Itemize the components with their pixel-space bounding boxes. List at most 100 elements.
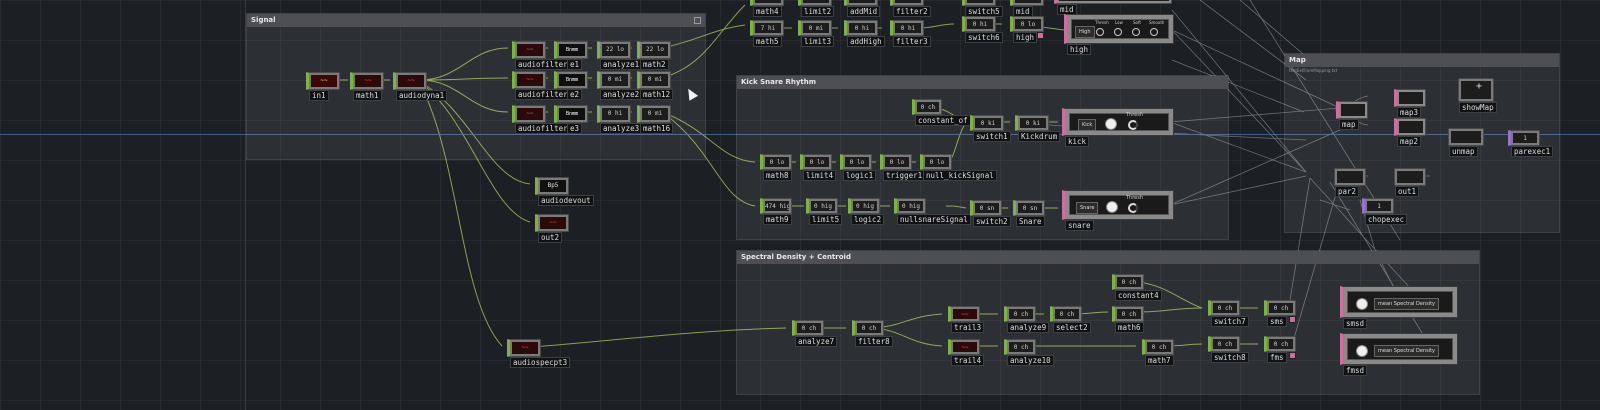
widget-smsd-panel: mean Spectral Density — [1347, 291, 1453, 313]
widget-smsd[interactable]: mean Spectral Density smsd — [1340, 286, 1458, 329]
knob-label: Thresh — [1095, 20, 1109, 25]
slider-handle-icon[interactable] — [1356, 345, 1368, 357]
widget-kick[interactable]: Kick Thresh kick — [1062, 108, 1174, 147]
node-switch5[interactable]: switch5 — [962, 0, 1003, 17]
smooth-knob-icon[interactable] — [1150, 28, 1158, 36]
node-map2[interactable]: map2 — [1394, 118, 1426, 147]
node-value: 0 mi — [803, 23, 829, 33]
close-icon[interactable] — [694, 17, 701, 24]
node-trail4[interactable]: ~~trail4 — [948, 339, 985, 366]
node-math1[interactable]: ~~math1 — [350, 72, 384, 101]
plus-icon: + — [1476, 81, 1483, 92]
node-value: 0 lo — [1015, 19, 1041, 29]
node-audiodyna1[interactable]: ~~audiodyna1 — [393, 72, 448, 101]
node-map[interactable]: map — [1336, 101, 1368, 130]
soft-knob-icon[interactable] — [1132, 28, 1140, 36]
map-panel[interactable]: Map textExtFromMapping.txt — [1284, 53, 1560, 233]
node-map3[interactable]: map3 — [1394, 89, 1426, 118]
knob-icon[interactable] — [1105, 118, 1117, 130]
widget-fmsd[interactable]: mean Spectral Density fmsd — [1340, 333, 1458, 376]
map-panel-title: Map — [1285, 54, 1559, 67]
knob-icon[interactable] — [1106, 201, 1118, 213]
thresh-knob-icon[interactable] — [1096, 28, 1104, 36]
node-limit2[interactable]: limit2 — [798, 0, 835, 17]
thresh-knob-icon[interactable] — [1128, 203, 1138, 213]
widget-snare[interactable]: Snare Thresh snare — [1062, 190, 1174, 231]
widget-high[interactable]: High Thresh Low Soft Smooth high — [1064, 14, 1174, 55]
node-unmap[interactable]: unmap — [1448, 128, 1484, 157]
snare-toggle[interactable]: Snare — [1076, 202, 1099, 214]
node-showMap[interactable]: +showMap — [1458, 78, 1497, 113]
slider-handle-icon[interactable] — [1356, 298, 1368, 310]
node-trail3[interactable]: ~~trail3 — [948, 306, 985, 333]
node-audiospecpt3[interactable]: ~~audiospecpt3 — [507, 339, 571, 368]
node-preview — [1399, 121, 1423, 133]
kick-toggle[interactable]: Kick — [1078, 119, 1097, 131]
node-label: e3 — [567, 123, 583, 134]
node-label: constant4 — [1115, 290, 1162, 301]
low-knob-icon[interactable] — [1114, 28, 1122, 36]
node-out1[interactable]: out1 — [1394, 168, 1426, 197]
node-value: 0 ki — [1020, 118, 1046, 128]
spectral-panel[interactable]: Spectral Density + Centroid — [736, 250, 1480, 395]
kick-snare-panel-title: Kick Snare Rhythm — [737, 76, 1228, 89]
node-math4[interactable]: math4 — [750, 0, 784, 17]
thresh-knob-icon[interactable] — [1128, 120, 1138, 130]
node-out2[interactable]: ~~out2 — [535, 214, 569, 243]
node-audiofilter3[interactable]: ~~audiofilter3 — [512, 105, 576, 134]
node-mid-widget[interactable]: mid — [1054, 0, 1172, 15]
node-par2[interactable]: par2 — [1334, 168, 1366, 197]
node-in1[interactable]: ~~in1 — [306, 72, 340, 101]
node-audiofilter2[interactable]: ~~audiofilter2 — [512, 71, 576, 100]
node-mid[interactable]: mid — [1010, 0, 1044, 17]
node-audiofilter1[interactable]: ~~audiofilter1 — [512, 41, 576, 70]
node-filter2[interactable]: filter2 — [890, 0, 931, 17]
node-addMid[interactable]: addMid — [844, 0, 881, 17]
